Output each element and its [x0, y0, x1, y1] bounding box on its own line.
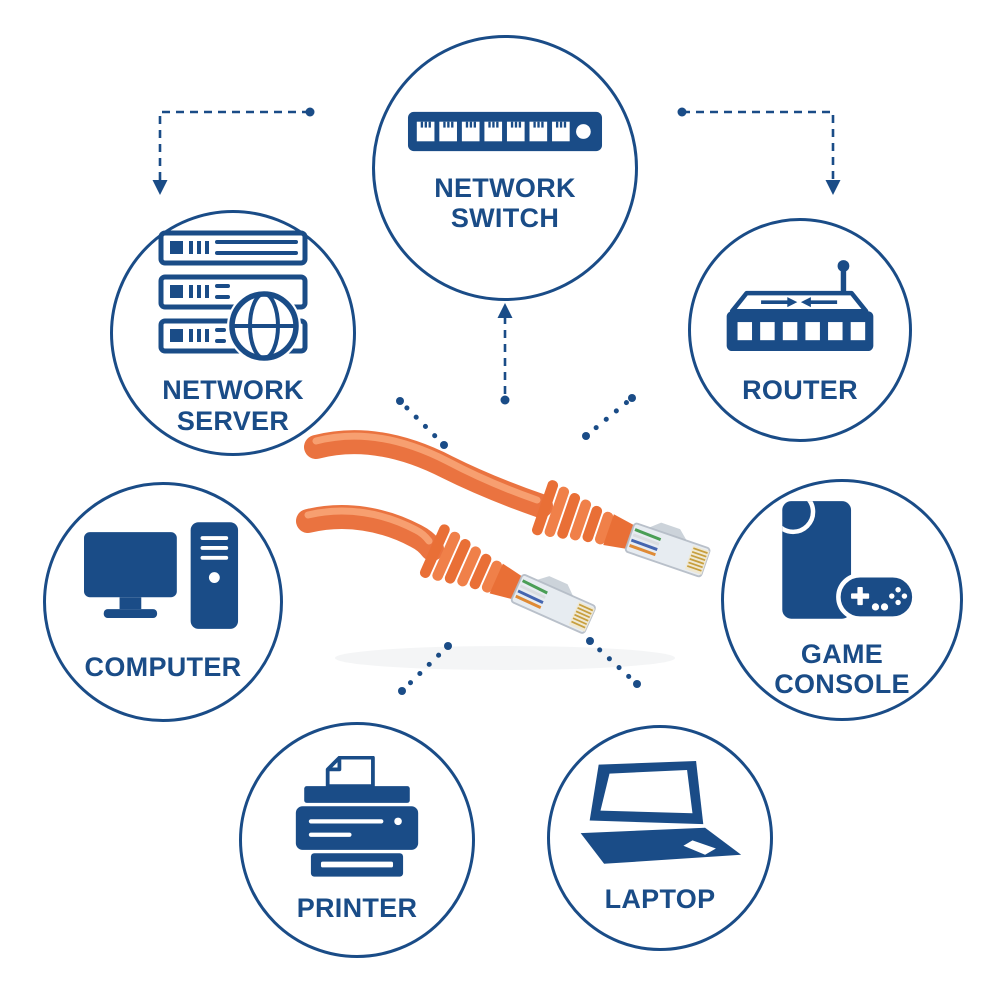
node-network-server: NETWORK SERVER [110, 210, 356, 456]
node-label-laptop: LAPTOP [604, 884, 716, 915]
printer-icon [295, 756, 419, 878]
network-server-icon [158, 230, 308, 363]
dotted-line-to-laptop [586, 637, 641, 688]
node-printer: PRINTER [239, 722, 475, 958]
dashed-arrow-to-server [152, 107, 315, 195]
node-label-printer: PRINTER [296, 893, 418, 924]
router-icon [726, 259, 874, 351]
node-label-game-console: GAME CONSOLE [774, 638, 910, 699]
ethernet-cable [296, 430, 711, 670]
node-laptop: LAPTOP [547, 725, 773, 951]
cable-connector-upper [531, 480, 711, 578]
network-switch-icon [407, 111, 603, 151]
node-game-console: GAME CONSOLE [721, 479, 963, 721]
node-label-network-server: NETWORK SERVER [162, 375, 304, 436]
game-console-icon [782, 500, 917, 621]
node-label-router: ROUTER [742, 374, 858, 405]
node-label-computer: COMPUTER [84, 651, 242, 682]
node-computer: COMPUTER [43, 482, 283, 722]
dotted-line-to-printer [398, 642, 452, 695]
cable-connector-lower [419, 524, 596, 634]
node-router: ROUTER [688, 218, 912, 442]
laptop-icon [580, 761, 742, 865]
dashed-arrow-to-switch [497, 303, 513, 405]
dashed-arrow-to-router [677, 107, 841, 195]
dotted-line-to-router [582, 394, 636, 440]
dotted-line-to-server [396, 397, 448, 449]
node-label-network-switch: NETWORK SWITCH [434, 172, 576, 233]
node-network-switch: NETWORK SWITCH [372, 35, 638, 301]
computer-icon [84, 522, 239, 629]
